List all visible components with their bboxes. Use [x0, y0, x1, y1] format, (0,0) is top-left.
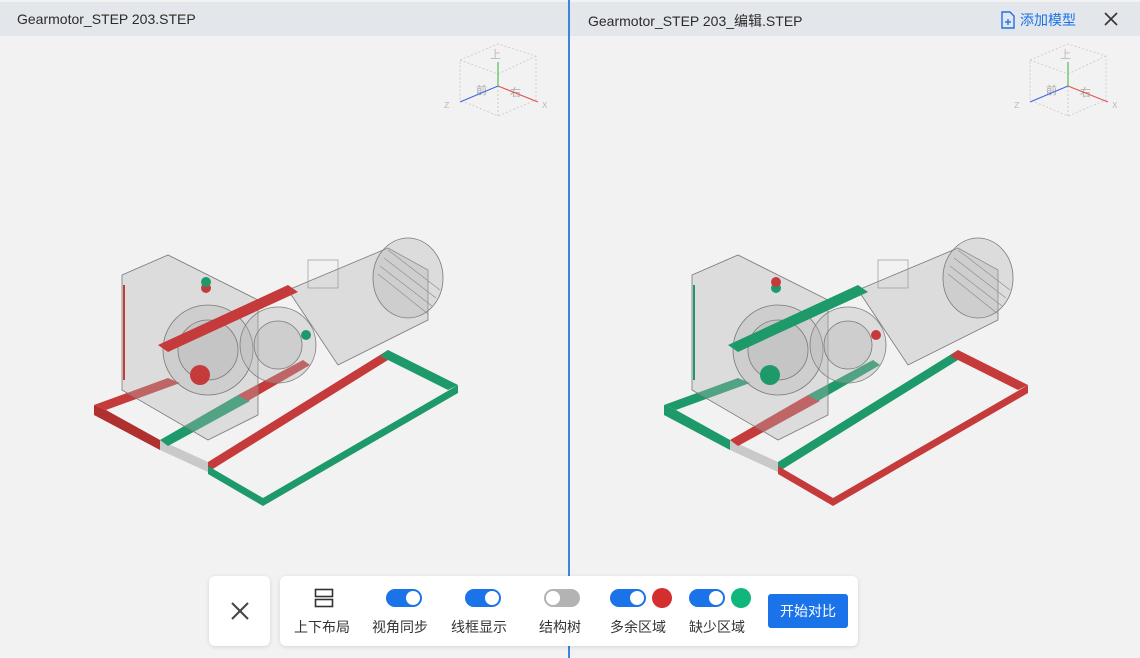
- left-pane-header: Gearmotor_STEP 203.STEP: [0, 2, 568, 36]
- svg-text:Z: Z: [444, 101, 450, 110]
- view-cube-icon[interactable]: 上 前 右 X Z: [440, 38, 550, 128]
- extra-region-control: 多余区域: [608, 576, 676, 646]
- view-sync-toggle[interactable]: [386, 589, 422, 607]
- model-viewport-left[interactable]: [88, 230, 468, 520]
- layout-label: 上下布局: [294, 619, 350, 635]
- wireframe-label: 线框显示: [451, 619, 507, 635]
- svg-text:Z: Z: [1014, 101, 1020, 110]
- wireframe-toggle[interactable]: [465, 589, 501, 607]
- svg-text:前: 前: [476, 83, 487, 97]
- svg-text:上: 上: [1060, 48, 1071, 61]
- left-pane-title: Gearmotor_STEP 203.STEP: [17, 11, 196, 27]
- missing-region-control: 缺少区域: [688, 576, 756, 646]
- svg-text:前: 前: [1046, 83, 1057, 97]
- structure-tree-control: 结构树: [530, 576, 598, 646]
- svg-text:X: X: [542, 101, 548, 110]
- add-file-icon: [1001, 11, 1015, 29]
- add-model-label: 添加模型: [1020, 12, 1076, 28]
- compare-toolbar: 上下布局 视角同步 线框显示 结构树 多余区域 缺少区域: [280, 576, 858, 646]
- structure-tree-label: 结构树: [539, 619, 581, 635]
- right-pane-title: Gearmotor_STEP 203_编辑.STEP: [588, 13, 803, 29]
- pane-divider[interactable]: [568, 0, 570, 658]
- view-sync-control: 视角同步: [370, 576, 438, 646]
- right-pane-header: Gearmotor_STEP 203_编辑.STEP 添加模型: [570, 2, 1140, 36]
- model-viewport-right[interactable]: [658, 230, 1038, 520]
- layout-toggle-button[interactable]: 上下布局: [290, 576, 358, 646]
- svg-text:X: X: [1112, 101, 1118, 110]
- missing-region-label: 缺少区域: [689, 619, 745, 635]
- wireframe-control: 线框显示: [450, 576, 518, 646]
- structure-tree-toggle[interactable]: [544, 589, 580, 607]
- extra-region-toggle[interactable]: [610, 589, 646, 607]
- view-sync-label: 视角同步: [372, 619, 428, 635]
- missing-region-color-dot: [731, 588, 751, 608]
- close-icon[interactable]: [1103, 11, 1119, 27]
- svg-text:上: 上: [490, 48, 501, 61]
- start-compare-button[interactable]: 开始对比: [768, 594, 848, 628]
- right-viewer-pane[interactable]: Gearmotor_STEP 203_编辑.STEP 添加模型 上 前 右 X …: [570, 0, 1140, 658]
- missing-region-toggle[interactable]: [689, 589, 725, 607]
- svg-text:右: 右: [510, 85, 521, 99]
- view-cube-icon[interactable]: 上 前 右 X Z: [1010, 38, 1120, 128]
- left-viewer-pane[interactable]: Gearmotor_STEP 203.STEP 上 前 右 X Z: [0, 0, 568, 658]
- close-compare-button[interactable]: [209, 576, 270, 646]
- svg-text:右: 右: [1080, 85, 1091, 99]
- add-model-button[interactable]: 添加模型: [1000, 10, 1076, 30]
- extra-region-color-dot: [652, 588, 672, 608]
- extra-region-label: 多余区域: [610, 619, 666, 635]
- layout-split-icon: [314, 588, 334, 608]
- close-icon: [230, 602, 249, 620]
